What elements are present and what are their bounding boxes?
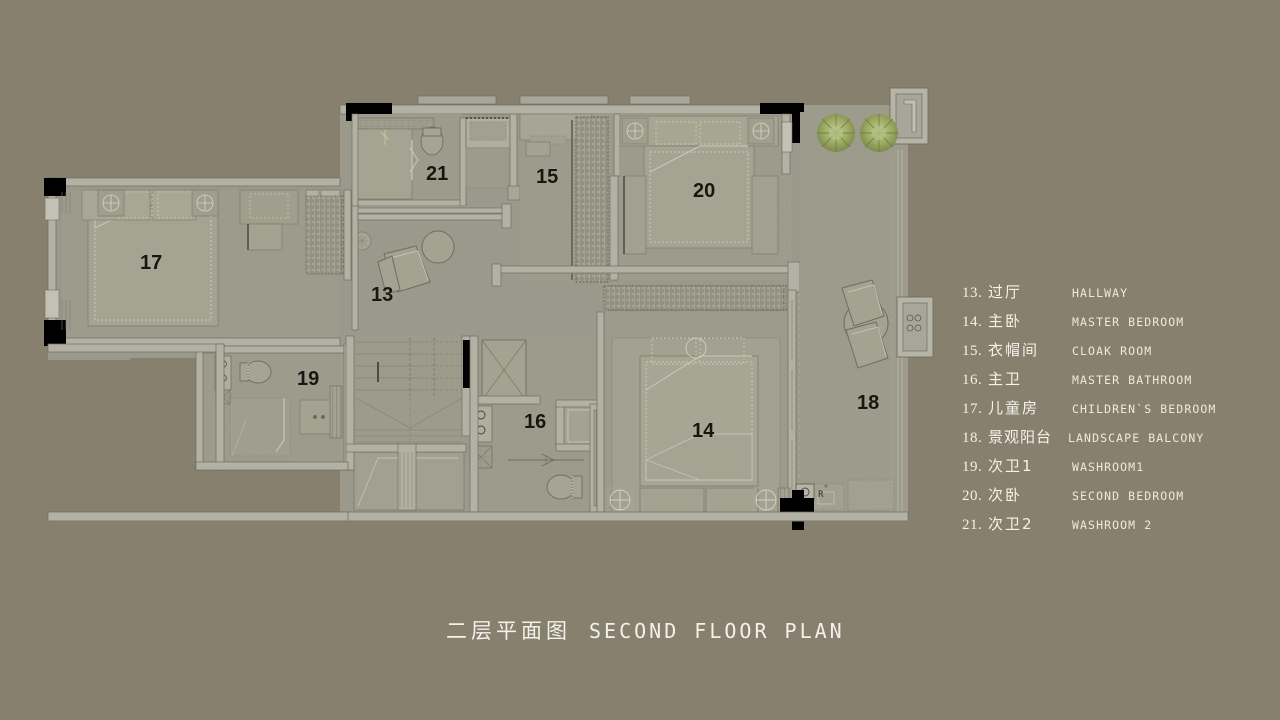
left-wing-outline (47, 343, 349, 471)
legend-number: 16. (962, 372, 983, 388)
legend-label-cn: 景观阳台 (988, 428, 1053, 446)
room-label-16: 16 (524, 411, 547, 433)
room-label-20: 20 (693, 180, 716, 202)
legend-label-cn: 次卧 (988, 486, 1023, 504)
legend-number: 17. (962, 401, 983, 417)
room-master-bathroom (469, 335, 605, 513)
room-label-14: 14 (692, 420, 715, 442)
svg-text:R: R (818, 490, 824, 500)
balcony-furniture (841, 279, 889, 369)
legend-label-en: CLOAK ROOM (1072, 344, 1153, 358)
legend-label-cn: 过厅 (988, 283, 1023, 301)
legend-label-en: MASTER BEDROOM (1072, 315, 1185, 329)
legend-label-cn: 次卫1 (988, 457, 1034, 475)
legend-label-en: LANDSCAPE BALCONY (1068, 431, 1205, 445)
plan-title: 二层平面图 SECOND FLOOR PLAN (446, 615, 845, 645)
legend-label-cn: 主卫 (988, 370, 1023, 388)
legend-item-14: 14. 主卧 MASTER BEDROOM (962, 310, 1262, 339)
legend-label-en: HALLWAY (1072, 286, 1129, 300)
legend-label-en: WASHROOM1 (1072, 460, 1145, 474)
legend-number: 19. (962, 459, 983, 475)
room-landscape-balcony: R (780, 87, 934, 530)
legend-item-17: 17. 儿童房 CHILDREN`S BEDROOM (962, 397, 1262, 426)
plant-icon (817, 114, 855, 152)
legend-label-en: MASTER BATHROOM (1072, 373, 1193, 387)
legend-number: 18. (962, 430, 983, 446)
legend-label-cn: 儿童房 (988, 399, 1040, 417)
room-label-21: 21 (426, 163, 449, 185)
plant-icon (860, 114, 898, 152)
room-label-19: 19 (297, 368, 320, 390)
room-children-bedroom (44, 177, 352, 347)
legend-number: 20. (962, 488, 983, 504)
legend-item-18: 18. 景观阳台 LANDSCAPE BALCONY (962, 426, 1262, 455)
room-hallway (305, 195, 801, 331)
room-washroom-2 (351, 113, 521, 235)
legend-item-21: 21. 次卫2 WASHROOM 2 (962, 513, 1262, 542)
legend-item-13: 13. 过厅 HALLWAY (962, 281, 1262, 310)
legend-label-en: SECOND BEDROOM (1072, 489, 1185, 503)
room-label-17: 17 (140, 252, 163, 274)
bottom-exterior-wall (47, 511, 909, 522)
legend-item-19: 19. 次卫1 WASHROOM1 (962, 455, 1262, 484)
room-legend: 13. 过厅 HALLWAY 14. 主卧 MASTER BEDROOM 15.… (962, 281, 1262, 542)
plan-title-cn: 二层平面图 (446, 619, 571, 643)
legend-number: 13. (962, 285, 983, 301)
legend-number: 21. (962, 517, 983, 533)
room-label-18: 18 (857, 392, 880, 414)
legend-label-en: CHILDREN`S BEDROOM (1072, 402, 1217, 416)
legend-item-15: 15. 衣帽间 CLOAK ROOM (962, 339, 1262, 368)
legend-label-cn: 次卫2 (988, 515, 1034, 533)
legend-label-cn: 衣帽间 (988, 341, 1040, 359)
room-label-15: 15 (536, 166, 559, 188)
room-cloak (519, 113, 622, 283)
legend-number: 14. (962, 314, 983, 330)
legend-item-20: 20. 次卧 SECOND BEDROOM (962, 484, 1262, 513)
legend-item-16: 16. 主卫 MASTER BATHROOM (962, 368, 1262, 397)
room-label-13: 13 (371, 284, 394, 306)
legend-label-cn: 主卧 (988, 312, 1023, 330)
legend-number: 15. (962, 343, 983, 359)
plan-title-en: SECOND FLOOR PLAN (589, 619, 845, 643)
legend-label-en: WASHROOM 2 (1072, 518, 1153, 532)
room-master-bedroom (596, 285, 801, 519)
staircase (345, 335, 479, 511)
